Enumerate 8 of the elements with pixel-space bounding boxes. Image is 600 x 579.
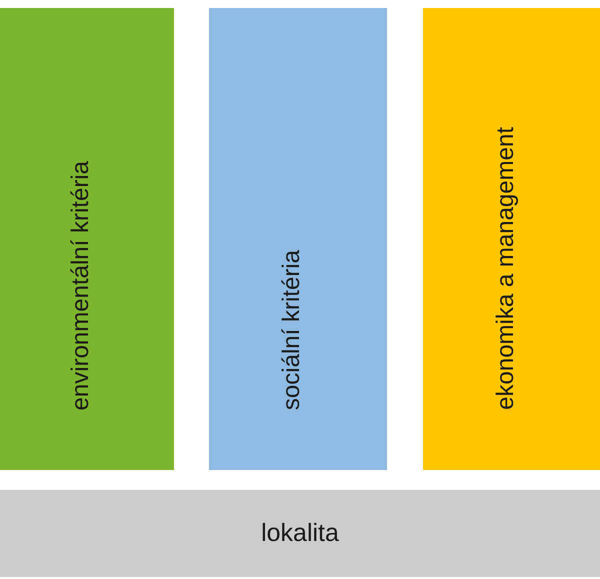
pillar-label: ekonomika a management xyxy=(492,127,520,410)
pillar-label: environmentální kritéria xyxy=(67,160,95,410)
base-band xyxy=(0,490,600,577)
pillar-box xyxy=(0,8,174,470)
pillar-box xyxy=(209,8,387,470)
pillar-box xyxy=(423,8,600,470)
pillar-label: sociální kritéria xyxy=(278,250,306,410)
band-label: lokalita xyxy=(261,519,339,548)
